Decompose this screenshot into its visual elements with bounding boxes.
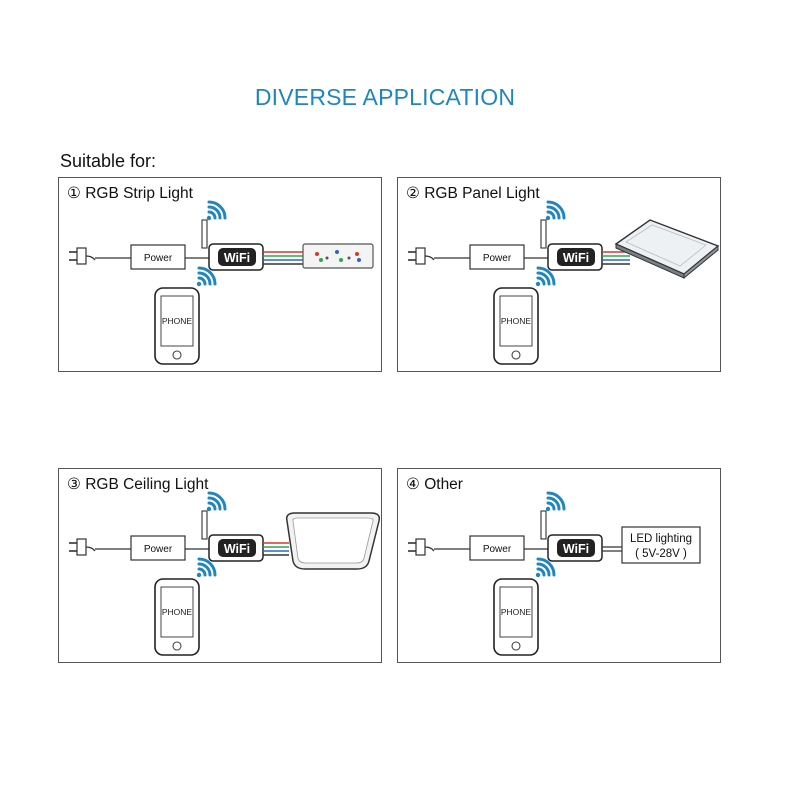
panel-light-icon xyxy=(614,219,720,280)
led-lighting-box: LED lighting ( 5V-28V ) xyxy=(621,526,701,564)
power-adapter: Power xyxy=(130,244,186,270)
antenna-icon xyxy=(201,219,208,249)
plug-icon xyxy=(408,538,435,556)
wifi-signal-icon xyxy=(206,491,227,512)
led-lighting-label: LED lighting xyxy=(630,533,692,545)
phone-label: PHONE xyxy=(501,316,532,326)
power-label: Power xyxy=(144,253,173,264)
wifi-label: WiFi xyxy=(563,251,589,265)
panel-title: ② RGB Panel Light xyxy=(406,185,540,202)
wifi-signal-icon xyxy=(545,491,566,512)
wifi-signal-icon xyxy=(196,557,217,578)
power-label: Power xyxy=(144,544,173,555)
wifi-controller-icon: WiFi xyxy=(208,534,264,562)
wifi-signal-icon xyxy=(196,266,217,287)
antenna-icon xyxy=(540,510,547,540)
wifi-label: WiFi xyxy=(224,251,250,265)
smartphone-icon: PHONE xyxy=(154,287,200,365)
wifi-signal-icon xyxy=(535,266,556,287)
smartphone-icon: PHONE xyxy=(493,578,539,656)
antenna-icon xyxy=(540,219,547,249)
power-adapter: Power xyxy=(130,535,186,561)
led-voltage-label: ( 5V-28V ) xyxy=(635,548,687,560)
panel-title: ④ Other xyxy=(406,476,463,493)
wifi-controller-icon: WiFi xyxy=(547,243,603,271)
power-label: Power xyxy=(483,253,512,264)
panel-title: ③ RGB Ceiling Light xyxy=(67,476,209,493)
power-adapter: Power xyxy=(469,244,525,270)
power-label: Power xyxy=(483,544,512,555)
plug-icon xyxy=(69,538,96,556)
phone-label: PHONE xyxy=(501,607,532,617)
plug-icon xyxy=(69,247,96,265)
wifi-controller-icon: WiFi xyxy=(208,243,264,271)
wifi-label: WiFi xyxy=(563,542,589,556)
wifi-signal-icon xyxy=(206,200,227,221)
plug-icon xyxy=(408,247,435,265)
page-title: DIVERSE APPLICATION xyxy=(254,84,516,110)
suitable-for-label: Suitable for: xyxy=(60,151,157,171)
ceiling-light-icon xyxy=(285,512,381,570)
wifi-signal-icon xyxy=(545,200,566,221)
led-strip-icon xyxy=(302,243,374,269)
wifi-label: WiFi xyxy=(224,542,250,556)
wifi-signal-icon xyxy=(535,557,556,578)
wifi-controller-icon: WiFi xyxy=(547,534,603,562)
panel-title: ① RGB Strip Light xyxy=(67,185,193,202)
antenna-icon xyxy=(201,510,208,540)
phone-label: PHONE xyxy=(162,607,193,617)
phone-label: PHONE xyxy=(162,316,193,326)
smartphone-icon: PHONE xyxy=(154,578,200,656)
smartphone-icon: PHONE xyxy=(493,287,539,365)
power-adapter: Power xyxy=(469,535,525,561)
